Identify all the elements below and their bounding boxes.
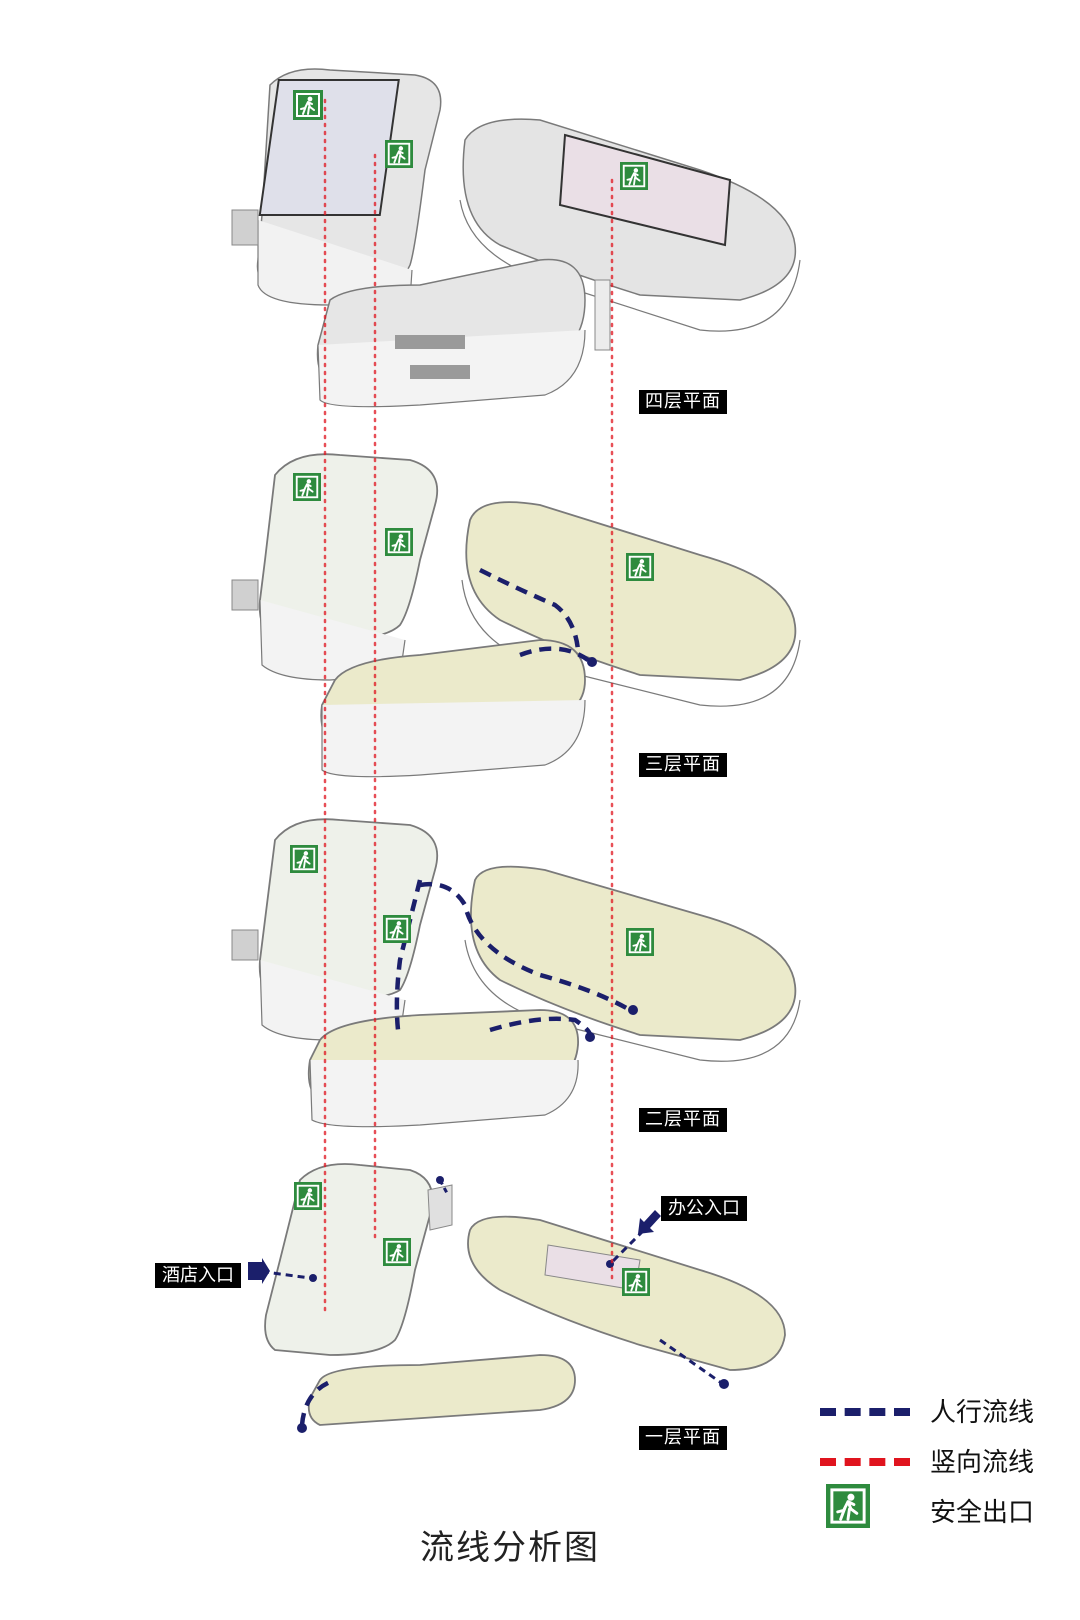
- legend-safety-exit: 安全出口: [820, 1484, 1070, 1530]
- emergency-exit-icon: [826, 1484, 870, 1528]
- emergency-exit-icon: [290, 845, 318, 873]
- emergency-exit-icon: [620, 162, 648, 190]
- legend-vertical-flow: 竖向流线: [820, 1440, 1070, 1480]
- emergency-exit-icon: [626, 553, 654, 581]
- legend-label: 安全出口: [930, 1498, 1035, 1528]
- vertical-flow-swatch: [820, 1458, 910, 1466]
- office-entrance-label: 办公入口: [661, 1196, 747, 1221]
- legend-label: 竖向流线: [930, 1448, 1035, 1478]
- emergency-exit-icon: [385, 140, 413, 168]
- emergency-exit-icon: [385, 528, 413, 556]
- floor-3-plan: [231, 453, 801, 778]
- emergency-exit-icon: [294, 1182, 322, 1210]
- emergency-exit-icon: [383, 1238, 411, 1266]
- emergency-exit-icon: [293, 473, 321, 501]
- legend-pedestrian-flow: 人行流线: [820, 1390, 1070, 1430]
- floor-3-label: 三层平面: [639, 753, 727, 777]
- emergency-exit-icon: [626, 928, 654, 956]
- legend-label: 人行流线: [930, 1398, 1035, 1428]
- pedestrian-flow-swatch: [820, 1408, 910, 1416]
- emergency-exit-icon: [293, 90, 323, 120]
- floor-1-label: 一层平面: [639, 1426, 727, 1450]
- floor-4-label: 四层平面: [639, 390, 727, 414]
- hotel-entrance-label: 酒店入口: [155, 1263, 241, 1288]
- emergency-exit-icon: [383, 915, 411, 943]
- emergency-exit-icon: [622, 1268, 650, 1296]
- floor-2-label: 二层平面: [639, 1108, 727, 1132]
- page-title: 流线分析图: [420, 1528, 600, 1568]
- vertical-circulation: [323, 98, 614, 1312]
